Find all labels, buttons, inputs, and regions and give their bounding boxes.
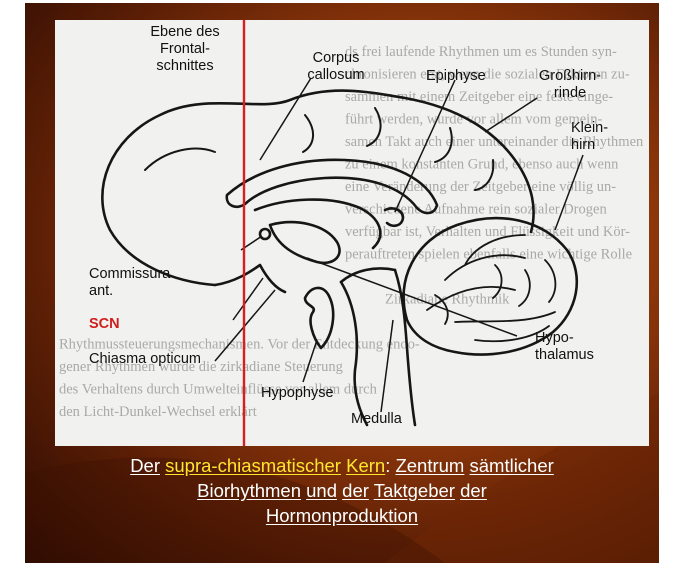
label-ebene-des-frontalschnittes: Ebene des Frontal- schnittes — [118, 24, 252, 75]
caption-word: der — [460, 480, 487, 501]
presentation-slide: ds frei laufende Rhythmen um es Stunden … — [25, 3, 659, 563]
label-line: rinde — [521, 85, 619, 102]
corpus-callosum — [227, 160, 437, 213]
cortex-gyrus — [367, 108, 381, 146]
label-line: thalamus — [535, 347, 594, 364]
cortex-gyrus — [435, 128, 452, 162]
caption-line: Der supra-chiasmatischer Kern: Zentrum s… — [25, 453, 659, 478]
label-hypophyse: Hypophyse — [261, 385, 334, 402]
pointer-line — [307, 258, 517, 336]
label-line: Hypo- — [535, 330, 594, 347]
cerebellum-folia — [545, 260, 555, 302]
caption-word: Der — [130, 455, 160, 476]
hypophyse-outline — [305, 288, 333, 348]
caption-word: Taktgeber — [374, 480, 455, 501]
pointer-line — [233, 278, 263, 320]
cortex-gyrus — [303, 115, 313, 152]
label-epiphyse: Epiphyse — [426, 68, 486, 85]
caption-word: Zentrum — [395, 455, 464, 476]
label-line: callosum — [281, 67, 391, 84]
label-line: hirn — [571, 137, 608, 154]
cerebellum-folia — [455, 312, 555, 322]
caption-word: Hormonproduktion — [266, 505, 418, 526]
brain-sagittal-diagram: ds frei laufende Rhythmen um es Stunden … — [55, 20, 649, 446]
label-line: Ebene des — [118, 24, 252, 41]
caption-word: und — [306, 480, 337, 501]
label-line: ant. — [89, 283, 170, 300]
caption-word: Biorhythmen — [197, 480, 301, 501]
commissura-anterior — [260, 229, 270, 239]
label-line: schnittes — [118, 58, 252, 75]
label-line: Frontal- — [118, 41, 252, 58]
hypothalamus-outline — [215, 265, 285, 292]
label-corpus-callosum: Corpus callosum — [281, 50, 391, 84]
label-grosshirnrinde: Großhirn- rinde — [521, 68, 619, 102]
thalamus — [270, 222, 340, 263]
caption-line: Biorhythmen und der Taktgeber der — [25, 478, 659, 503]
caption-highlight-word: supra-chiasmatischer — [165, 455, 341, 476]
label-kleinhirn: Klein- hirn — [571, 120, 608, 154]
label-medulla: Medulla — [351, 411, 402, 428]
label-commissura-anterior: Commissura ant. — [89, 266, 170, 300]
pointer-line — [555, 155, 583, 230]
pointer-line — [260, 78, 311, 160]
label-line: Großhirn- — [521, 68, 619, 85]
cerebrum-outline — [102, 91, 533, 285]
label-line: Klein- — [571, 120, 608, 137]
caption-word: sämtlicher — [470, 455, 554, 476]
cortex-gyrus — [145, 149, 215, 170]
brainstem-back — [395, 270, 415, 425]
caption-highlight-word: Kern — [346, 455, 385, 476]
caption-word: der — [342, 480, 369, 501]
caption-line: Hormonproduktion — [25, 503, 659, 528]
pointer-line — [485, 98, 537, 132]
label-line: Corpus — [281, 50, 391, 67]
label-line: Commissura — [89, 266, 170, 283]
slide-caption: Der supra-chiasmatischer Kern: Zentrum s… — [25, 453, 659, 528]
cortex-gyrus — [475, 160, 493, 190]
cerebellum-folia — [445, 255, 525, 280]
label-hypothalamus: Hypo- thalamus — [535, 330, 594, 364]
pointer-line — [395, 80, 455, 212]
cerebellum-folia — [493, 265, 502, 298]
caption-colon: : — [385, 455, 390, 476]
cerebellum-folia — [519, 270, 530, 306]
epiphyse-gland — [385, 208, 403, 225]
label-scn: SCN — [89, 316, 120, 333]
pointer-line — [381, 320, 393, 412]
pointer-line — [303, 340, 317, 382]
brainstem-front — [341, 282, 367, 425]
label-chiasma-opticum: Chiasma opticum — [89, 351, 201, 368]
